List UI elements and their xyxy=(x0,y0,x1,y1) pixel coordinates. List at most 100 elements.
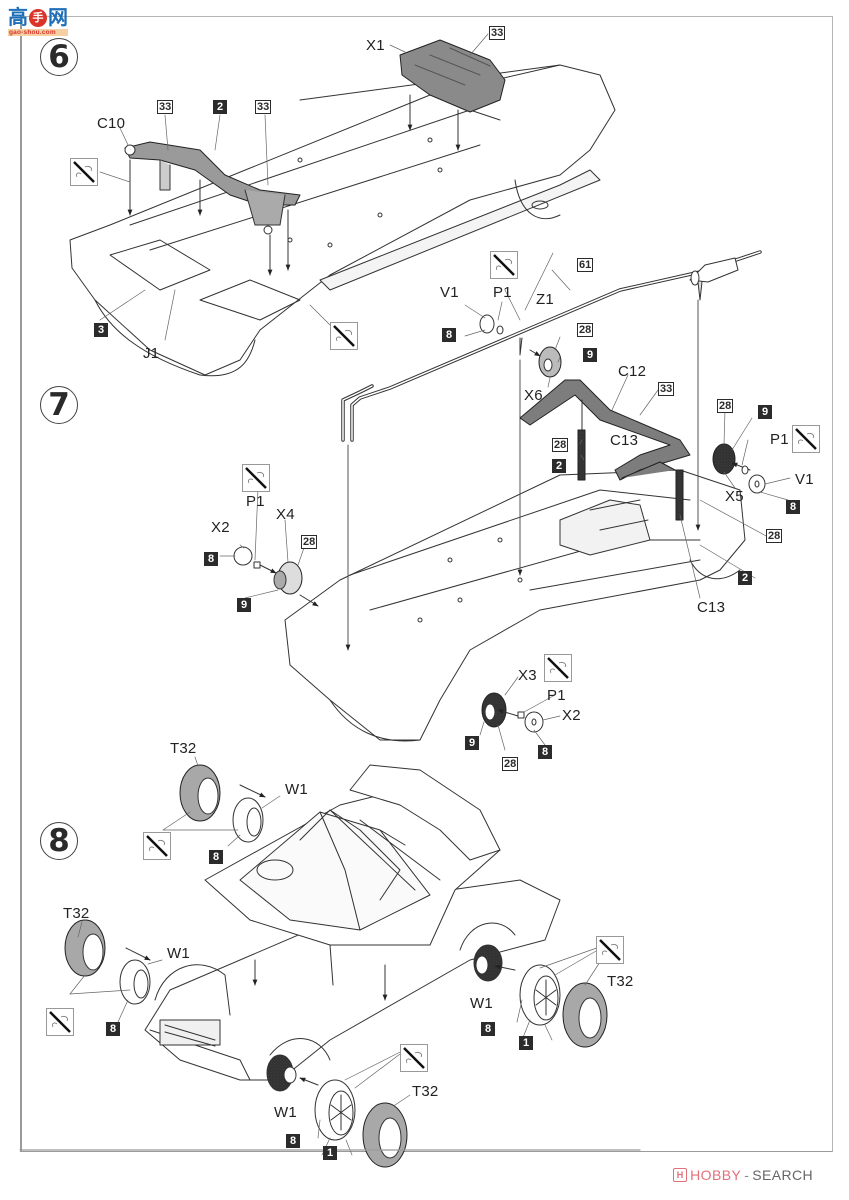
part-label-c12: C12 xyxy=(618,363,647,380)
hobby-search-logo-icon: H xyxy=(673,1168,688,1182)
part-label-x6: X6 xyxy=(524,387,543,404)
part-label-w1: W1 xyxy=(285,781,308,798)
no-paint-icon xyxy=(596,936,624,964)
no-paint-glyph-icon xyxy=(547,657,569,679)
z1-exhaust-pipe xyxy=(341,250,762,651)
no-paint-icon xyxy=(490,251,518,279)
no-paint-icon xyxy=(46,1008,74,1036)
no-paint-glyph-icon xyxy=(146,835,168,857)
step-number-8: 8 xyxy=(40,822,78,860)
color-code-badge: 8 xyxy=(481,1022,495,1036)
part-label-x3: X3 xyxy=(518,667,537,684)
color-code-badge: 8 xyxy=(204,552,218,566)
part-label-t32: T32 xyxy=(412,1083,439,1100)
step-number-7: 7 xyxy=(40,386,78,424)
color-code-badge: 33 xyxy=(157,100,174,114)
part-label-v1: V1 xyxy=(440,284,459,301)
color-code-badge: 1 xyxy=(323,1146,337,1160)
wheel-rear-right xyxy=(473,944,608,1048)
color-code-badge: 28 xyxy=(577,323,594,337)
color-code-badge: 33 xyxy=(658,382,675,396)
color-code-badge: 2 xyxy=(552,459,566,473)
x1-seat-block xyxy=(399,39,506,151)
no-paint-icon xyxy=(544,654,572,682)
color-code-badge: 8 xyxy=(442,328,456,342)
no-paint-icon xyxy=(400,1044,428,1072)
color-code-badge: 61 xyxy=(577,258,594,272)
c10-engine-mount xyxy=(124,141,301,276)
part-label-c10: C10 xyxy=(97,115,126,132)
color-code-badge: 28 xyxy=(301,535,318,549)
part-label-p1: P1 xyxy=(493,284,512,301)
part-label-t32: T32 xyxy=(170,740,197,757)
color-code-badge: 8 xyxy=(209,850,223,864)
rear-right-hub xyxy=(712,443,766,494)
watermark-url: gao-shou.com xyxy=(8,29,68,36)
color-code-badge: 28 xyxy=(717,399,734,413)
watermark-glyph: 网 xyxy=(48,7,68,29)
c13-shock-absorbers xyxy=(577,399,684,521)
no-paint-glyph-icon xyxy=(73,161,95,183)
no-paint-glyph-icon xyxy=(493,254,515,276)
color-code-badge: 28 xyxy=(766,529,783,543)
part-label-p1: P1 xyxy=(770,431,789,448)
color-code-badge: 28 xyxy=(552,438,569,452)
part-label-w1: W1 xyxy=(274,1104,297,1121)
rear-left-hub xyxy=(479,314,562,378)
part-label-x4: X4 xyxy=(276,506,295,523)
part-label-t32: T32 xyxy=(607,973,634,990)
color-code-badge: 8 xyxy=(786,500,800,514)
color-code-badge: 33 xyxy=(255,100,272,114)
part-label-x1: X1 xyxy=(366,37,385,54)
tire-front-left-top xyxy=(179,764,266,843)
color-code-badge: 9 xyxy=(237,598,251,612)
wheel-front-right xyxy=(266,1054,408,1168)
body-shell-with-rollcage xyxy=(204,764,501,1001)
watermark-glyph: 手 xyxy=(29,9,47,27)
part-label-j1: J1 xyxy=(143,345,160,362)
part-label-p1: P1 xyxy=(547,687,566,704)
tire-front-left-bottom xyxy=(64,919,151,1005)
color-code-badge: 8 xyxy=(106,1022,120,1036)
no-paint-glyph-icon xyxy=(599,939,621,961)
no-paint-icon xyxy=(330,322,358,350)
front-left-hub xyxy=(233,546,319,607)
part-label-p1: P1 xyxy=(246,493,265,510)
color-code-badge: 2 xyxy=(213,100,227,114)
color-code-badge: 9 xyxy=(583,348,597,362)
no-paint-icon xyxy=(242,464,270,492)
part-label-c13: C13 xyxy=(610,432,639,449)
part-label-z1: Z1 xyxy=(536,291,554,308)
part-label-x5: X5 xyxy=(725,488,744,505)
part-label-v1: V1 xyxy=(795,471,814,488)
no-paint-glyph-icon xyxy=(245,467,267,489)
front-right-hub xyxy=(481,692,544,733)
color-code-badge: 28 xyxy=(502,757,519,771)
part-label-x2: X2 xyxy=(562,707,581,724)
page-frame xyxy=(20,16,833,1152)
no-paint-glyph-icon xyxy=(403,1047,425,1069)
part-label-w1: W1 xyxy=(470,995,493,1012)
step7-chassis xyxy=(284,469,746,742)
color-code-badge: 3 xyxy=(94,323,108,337)
c12-rear-subframe xyxy=(519,379,691,481)
no-paint-icon xyxy=(70,158,98,186)
watermark-glyph: 高 xyxy=(8,7,28,29)
site-watermark-logo: 高 手 网 gao-shou.com xyxy=(8,8,68,36)
hobby-search-watermark: H HOBBY - SEARCH xyxy=(669,1167,813,1183)
watermark-suffix: SEARCH xyxy=(752,1167,813,1183)
step-number-6: 6 xyxy=(40,38,78,76)
watermark-brand: HOBBY xyxy=(690,1167,742,1183)
no-paint-glyph-icon xyxy=(333,325,355,347)
no-paint-icon xyxy=(792,425,820,453)
part-label-w1: W1 xyxy=(167,945,190,962)
part-label-x2: X2 xyxy=(211,519,230,536)
color-code-badge: 33 xyxy=(489,26,506,40)
watermark-separator: - xyxy=(744,1167,750,1183)
no-paint-icon xyxy=(143,832,171,860)
part-label-t32: T32 xyxy=(63,905,90,922)
color-code-badge: 9 xyxy=(758,405,772,419)
no-paint-glyph-icon xyxy=(49,1011,71,1033)
part-label-c13: C13 xyxy=(697,599,726,616)
